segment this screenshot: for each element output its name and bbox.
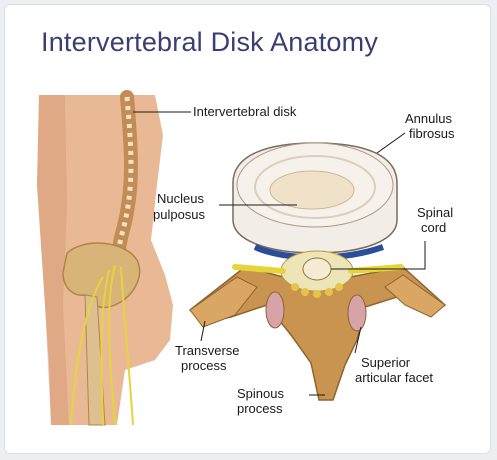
annulus-ring (254, 155, 376, 219)
pelvis-bone (62, 242, 141, 309)
label-nucleus-pulposus: Nucleus pulposus (153, 191, 208, 222)
leader-spinal-cord (331, 241, 426, 270)
articular-facet-left (265, 291, 285, 329)
articular-facet-right (347, 294, 367, 332)
nerve-root-left (232, 264, 286, 274)
torso-figure (37, 90, 173, 426)
leader-transverse (200, 320, 206, 342)
transverse-process-right (384, 274, 446, 318)
label-intervertebral-disk: Intervertebral disk (193, 104, 297, 119)
anatomy-card: Intervertebral Disk Anatomy (4, 4, 491, 454)
label-transverse-process: Transverse process (175, 343, 243, 373)
epidural-fat (291, 283, 343, 298)
sciatic-nerves (70, 264, 134, 426)
anatomy-illustration: Intervertebral disk Annulus fibrosus Nuc… (37, 90, 457, 426)
leader-annulus (376, 132, 406, 154)
label-spinous-process: Spinous process (237, 386, 288, 416)
label-spinal-cord: Spinal cord (417, 205, 457, 235)
nucleus (269, 170, 355, 210)
page-title: Intervertebral Disk Anatomy (41, 27, 379, 57)
label-annulus-fibrosus: Annulus fibrosus (405, 111, 456, 141)
torso-shading (37, 95, 69, 425)
leader-lines (133, 111, 426, 396)
spinal-cord-core (302, 257, 332, 281)
vertebra-diagram (188, 142, 447, 401)
leader-superior-facet (354, 326, 362, 354)
label-superior-articular-facet: Superior articular facet (355, 355, 433, 385)
transverse-process-left (189, 276, 258, 328)
